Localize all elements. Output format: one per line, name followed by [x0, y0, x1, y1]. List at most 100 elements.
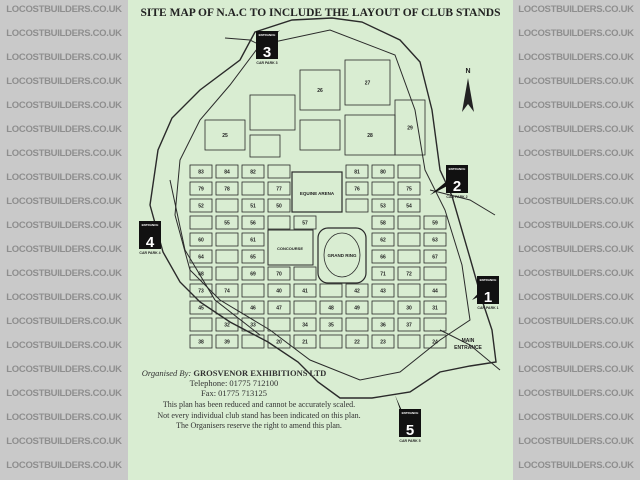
stand-number: 32 [224, 323, 230, 329]
watermark-text: LOCOSTBUILDERS.CO.UK [6, 340, 122, 351]
main-entrance-label: MAIN [462, 338, 475, 344]
watermark-text: LOCOSTBUILDERS.CO.UK [6, 148, 122, 159]
entrance-badge [256, 31, 278, 59]
stand-block [241, 198, 265, 213]
stand-block [241, 215, 265, 230]
stand-block [241, 266, 265, 281]
watermark-text: LOCOSTBUILDERS.CO.UK [518, 28, 634, 39]
stand-block [267, 334, 291, 349]
stand-number: 78 [224, 187, 230, 193]
watermark-text: LOCOSTBUILDERS.CO.UK [6, 220, 122, 231]
stand-block [371, 164, 395, 179]
stand-block [293, 334, 317, 349]
watermark-text: LOCOSTBUILDERS.CO.UK [518, 148, 634, 159]
stand-block [241, 317, 265, 332]
stand-block [241, 164, 265, 179]
stand-block [319, 317, 343, 332]
watermark-text: LOCOSTBUILDERS.CO.UK [518, 316, 634, 327]
stand-number: 72 [406, 272, 412, 278]
stand-block [423, 249, 447, 264]
entrance-label: ENTRANCE [402, 411, 419, 415]
stand-number: 23 [380, 340, 386, 346]
watermark-text: LOCOSTBUILDERS.CO.UK [6, 316, 122, 327]
stand-number: 66 [380, 255, 386, 261]
access-road [439, 329, 501, 371]
stand-block [267, 198, 291, 213]
watermark-text: LOCOSTBUILDERS.CO.UK [6, 52, 122, 63]
watermark-text: LOCOSTBUILDERS.CO.UK [518, 364, 634, 375]
stand-block [423, 300, 447, 315]
stand-block [267, 300, 291, 315]
entrance-number: 2 [453, 178, 461, 195]
stand-number: 70 [276, 272, 282, 278]
stand-block [215, 215, 239, 230]
equine-arena [291, 171, 343, 213]
stand-block [397, 164, 421, 179]
stand-block [423, 232, 447, 247]
stand-number: 81 [354, 170, 360, 176]
watermark-text: LOCOSTBUILDERS.CO.UK [518, 124, 634, 135]
watermark-text: LOCOSTBUILDERS.CO.UK [6, 244, 122, 255]
access-road [169, 179, 261, 336]
stand-block [397, 249, 421, 264]
car-park-label: CAR PARK 3 [256, 61, 277, 65]
organiser-name: GROSVENOR EXHIBITIONS LTD [193, 368, 327, 378]
stand-block [189, 215, 213, 230]
stand-block [371, 249, 395, 264]
stand-number: 37 [406, 323, 412, 329]
stand-block [215, 198, 239, 213]
north-label: N [465, 68, 470, 75]
car-park-label: CAR PARK 2 [446, 195, 467, 199]
stand-block [397, 283, 421, 298]
stand-number: 49 [354, 306, 360, 312]
stand-block [394, 99, 426, 156]
stand-number: 25 [222, 133, 228, 139]
stand-number: 77 [276, 187, 282, 193]
stand-block [215, 232, 239, 247]
stand-number: 47 [276, 306, 282, 312]
stand-block [215, 164, 239, 179]
stand-block [249, 134, 281, 158]
stand-number: 80 [380, 170, 386, 176]
stand-number: 48 [328, 306, 334, 312]
watermark-text: LOCOSTBUILDERS.CO.UK [6, 124, 122, 135]
stand-number: 41 [302, 289, 308, 295]
stand-block [345, 317, 369, 332]
stand-number: 33 [250, 323, 256, 329]
stand-block [215, 334, 239, 349]
stand-number: 50 [276, 204, 282, 210]
stand-number: 74 [224, 289, 230, 295]
stand-block [423, 317, 447, 332]
stand-block [319, 334, 343, 349]
note: Not every individual club stand has been… [157, 410, 361, 420]
entrance-label: ENTRANCE [480, 278, 497, 282]
stand-block [423, 266, 447, 281]
stand-number: 39 [224, 340, 230, 346]
stand-block [267, 266, 291, 281]
stand-number: 73 [198, 289, 204, 295]
stand-block [345, 198, 369, 213]
concourse [267, 229, 314, 266]
access-road [429, 189, 496, 216]
stand-block [189, 164, 213, 179]
watermark-text: LOCOSTBUILDERS.CO.UK [6, 100, 122, 111]
stand-block [189, 300, 213, 315]
stand-number: 42 [354, 289, 360, 295]
watermark-text: LOCOSTBUILDERS.CO.UK [518, 388, 634, 399]
stand-block [189, 198, 213, 213]
stand-number: 45 [198, 306, 204, 312]
note: This plan has been reduced and cannot be… [162, 400, 356, 409]
stand-number: 44 [432, 289, 438, 295]
watermark-text: LOCOSTBUILDERS.CO.UK [518, 268, 634, 279]
stand-number: 38 [198, 340, 204, 346]
stand-number: 26 [317, 88, 323, 94]
stand-number: 40 [276, 289, 282, 295]
stand-block [293, 300, 317, 315]
stand-block [293, 317, 317, 332]
entrance-number: 3 [263, 44, 271, 61]
watermark-text: LOCOSTBUILDERS.CO.UK [6, 436, 122, 447]
stand-block [241, 334, 265, 349]
stand-block [267, 181, 291, 196]
equine-arena-label: EQUINE ARENA [300, 191, 335, 196]
stand-number: 27 [365, 81, 371, 87]
